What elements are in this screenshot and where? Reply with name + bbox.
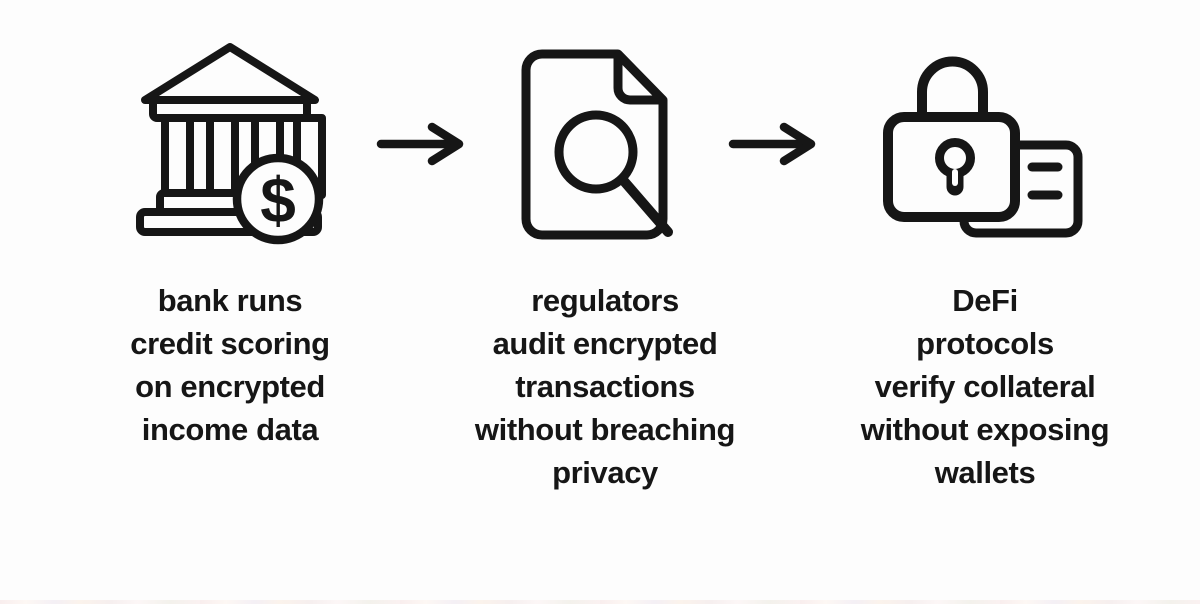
bank-dollar-icon: $ <box>125 38 326 250</box>
caption-line: privacy <box>552 455 658 490</box>
document-magnifier-icon <box>518 48 673 240</box>
caption-line: protocols <box>916 326 1054 361</box>
caption-line: regulators <box>531 283 679 318</box>
caption-defi: DeFi protocols verify collateral without… <box>822 279 1148 494</box>
caption-line: verify collateral <box>874 369 1096 404</box>
caption-line: income data <box>141 412 319 447</box>
padlock-card-icon <box>880 55 1085 240</box>
caption-line: transactions <box>515 369 695 404</box>
caption-line: wallets <box>934 455 1036 490</box>
caption-regulators: regulators audit encrypted transactions … <box>442 279 768 494</box>
caption-line: without breaching <box>474 412 736 447</box>
caption-line: credit scoring <box>130 326 330 361</box>
caption-bank: bank runs credit scoring on encrypted in… <box>70 279 390 451</box>
caption-line: on encrypted <box>135 369 325 404</box>
bottom-artifact-strip <box>0 600 1200 604</box>
caption-line: without exposing <box>860 412 1110 447</box>
arrow-right-icon <box>375 122 467 171</box>
dollar-sign-glyph: $ <box>260 164 296 236</box>
arrow-right-icon <box>727 122 819 171</box>
caption-line: DeFi <box>952 283 1018 318</box>
caption-line: bank runs <box>157 283 303 318</box>
caption-line: audit encrypted <box>492 326 718 361</box>
